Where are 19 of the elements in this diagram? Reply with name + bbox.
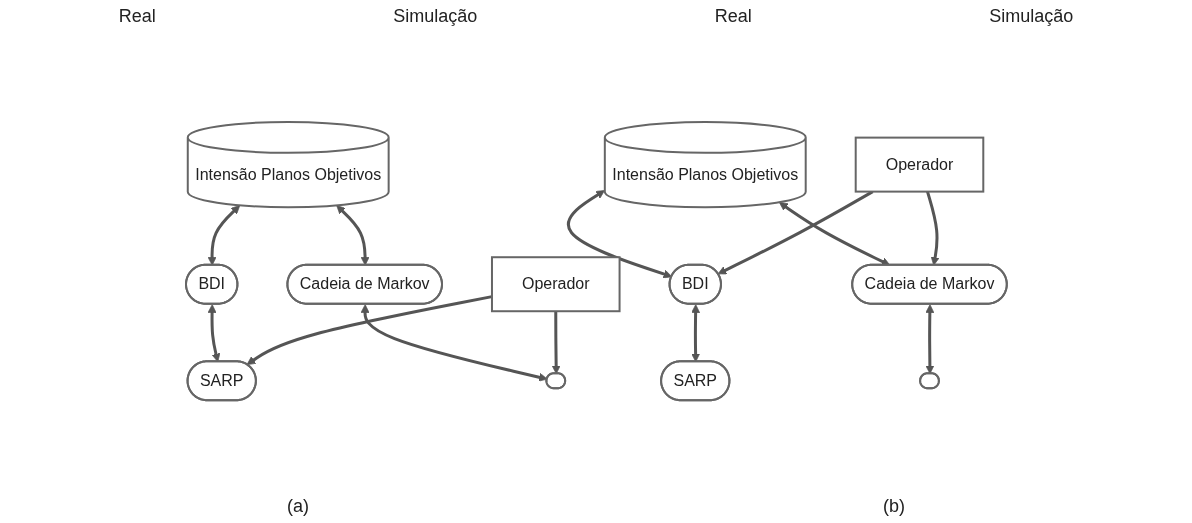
section-heading: Real (714, 6, 752, 27)
arrow (360, 304, 548, 382)
panel-label: (b) (883, 496, 905, 517)
arrow (690, 304, 700, 363)
arrow (925, 191, 940, 266)
arrow (246, 295, 492, 366)
arrow (207, 304, 220, 363)
arrow (335, 205, 370, 266)
section-heading: Simulação (393, 6, 478, 27)
section-heading: Real (118, 6, 156, 27)
node-box: Operador (854, 137, 984, 193)
node-box: Operador (490, 256, 621, 313)
arrow (207, 205, 240, 266)
arrow (551, 311, 561, 375)
panel-label: (a) (287, 496, 309, 517)
arrow (925, 304, 934, 375)
section-heading: Simulação (989, 6, 1074, 27)
arrow (778, 202, 890, 267)
arrow (566, 190, 672, 279)
